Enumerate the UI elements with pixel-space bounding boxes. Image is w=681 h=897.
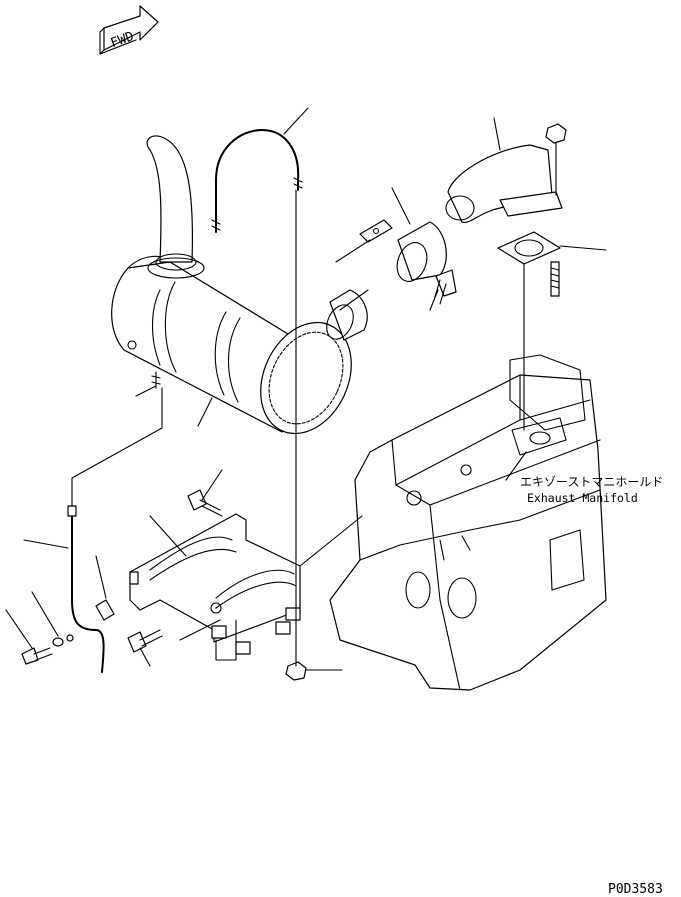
washer-icon	[66, 634, 74, 642]
clamp-plate-icon	[359, 219, 393, 243]
inlet-pipe-icon	[326, 289, 368, 341]
alignment-lines	[71, 189, 525, 667]
washer-icon	[52, 637, 64, 647]
nut-icon	[545, 123, 567, 144]
clip-icon	[235, 641, 251, 655]
callout-label-jp: エキゾーストマニホールド	[520, 475, 663, 489]
clip-icon	[211, 625, 227, 639]
clip-icon	[285, 607, 301, 621]
engine-block-icon	[329, 354, 607, 691]
spacer-icon	[95, 599, 115, 621]
gasket-icon	[497, 231, 561, 265]
callout-label-en: Exhaust Manifold	[527, 491, 638, 505]
fwd-arrow-icon	[99, 5, 159, 55]
tail-pipe-icon	[146, 135, 205, 279]
exhaust-elbow-icon	[445, 144, 563, 224]
drain-tube-icon	[71, 509, 105, 673]
drawing-number: P0D3583	[608, 882, 663, 897]
drain-bolt-icon	[21, 647, 53, 665]
clamp-sleeve-icon	[396, 221, 447, 282]
bracket-bolt-icon	[127, 629, 163, 653]
clamp-bolt-icon	[433, 269, 457, 305]
leader-lines	[5, 107, 607, 671]
bottom-nut-icon	[285, 661, 307, 681]
stud-bolt-icon	[550, 261, 560, 297]
muffler-bracket-icon	[129, 513, 301, 643]
bracket-bolt-icon	[187, 489, 223, 517]
u-bolt-icon	[215, 129, 300, 233]
muffler-icon	[111, 255, 352, 435]
clip-icon	[275, 621, 291, 635]
